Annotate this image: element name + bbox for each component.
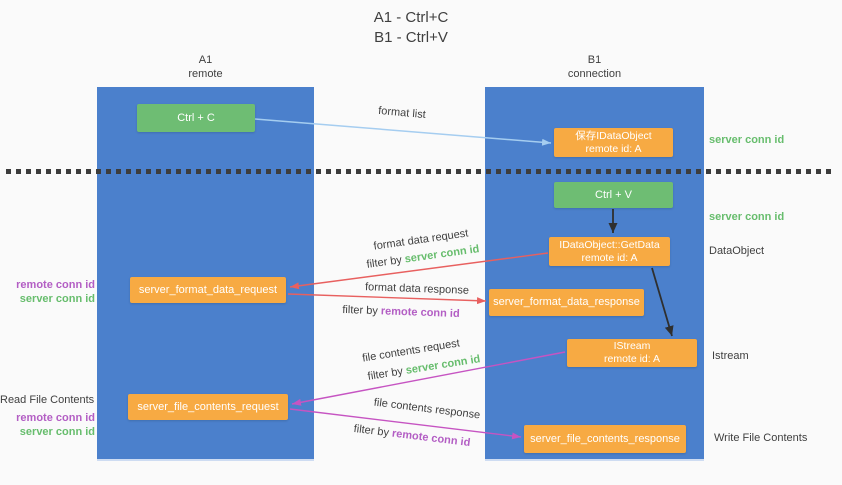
node-format-request-label: server_format_data_request <box>138 283 278 296</box>
left-server-conn-id-2: server conn id <box>19 426 95 438</box>
node-format-request: server_format_data_request <box>130 277 286 303</box>
format-data-request-arrow <box>289 252 549 290</box>
lane-a1-role: remote <box>188 68 223 80</box>
right-write-file-label: Write File Contents <box>714 432 808 444</box>
left-server-conn-id-1: server conn id <box>19 293 95 305</box>
node-save-dataobject-line1: 保存IDataObject <box>575 129 652 142</box>
node-getdata-line2: remote id: A <box>581 251 638 264</box>
node-istream-line1: IStream <box>613 340 651 352</box>
right-server-conn-id-1: server conn id <box>709 134 785 146</box>
boundary-dotted-line <box>6 169 836 174</box>
lane-b1-role: connection <box>567 68 622 80</box>
format-list-arrow <box>254 118 552 146</box>
node-istream-line2: remote id: A <box>603 353 661 365</box>
right-server-conn-id-2: server conn id <box>709 211 785 223</box>
node-getdata-line1: IDataObject::GetData <box>559 238 660 251</box>
lane-a1-header: A1 remote <box>97 53 314 81</box>
node-file-response-label: server_file_contents_response <box>530 432 680 445</box>
node-getdata: IDataObject::GetData remote id: A <box>549 237 670 266</box>
right-istream-label: Istream <box>712 350 749 362</box>
file-contents-response-arrow <box>289 408 522 440</box>
node-file-request: server_file_contents_request <box>128 394 288 420</box>
lane-b1-name: B1 <box>587 54 602 66</box>
format-data-response-arrow <box>287 293 487 305</box>
lane-b1-header: B1 connection <box>485 53 704 81</box>
node-ctrl-v-label: Ctrl + V <box>595 188 632 201</box>
node-save-dataobject-line2: remote id: A <box>585 142 642 155</box>
left-conn-id-group-2: remote conn id server conn id <box>0 411 95 439</box>
left-remote-conn-id-1: remote conn id <box>16 279 95 291</box>
node-ctrl-v: Ctrl + V <box>554 182 673 208</box>
node-file-request-label: server_file_contents_request <box>137 400 279 413</box>
node-file-response: server_file_contents_response <box>524 425 686 453</box>
getdata-to-istream-arrow <box>651 267 674 337</box>
diagram-title: A1 - Ctrl+C B1 - Ctrl+V <box>374 8 449 48</box>
file-contents-request-arrow <box>291 351 566 406</box>
left-read-file-label: Read File Contents <box>0 394 95 406</box>
left-remote-conn-id-2: remote conn id <box>16 412 95 424</box>
node-save-dataobject: 保存IDataObject remote id: A <box>554 128 673 157</box>
left-read-file-label-wrap: Read File Contents <box>0 393 95 407</box>
filter-by-text: filter by <box>342 303 382 318</box>
right-dataobject-label: DataObject <box>709 245 765 257</box>
title-line-2: B1 - Ctrl+V <box>374 29 448 46</box>
node-istream: IStream remote id: A <box>567 339 697 367</box>
left-conn-id-group-1: remote conn id server conn id <box>0 278 95 306</box>
node-ctrl-c-label: Ctrl + C <box>177 111 215 124</box>
node-format-response-label: server_format_data_response <box>493 296 640 308</box>
node-format-response: server_format_data_response <box>489 289 644 316</box>
node-ctrl-c: Ctrl + C <box>137 104 255 132</box>
lane-a1-name: A1 <box>198 54 213 66</box>
title-line-1: A1 - Ctrl+C <box>373 9 449 26</box>
